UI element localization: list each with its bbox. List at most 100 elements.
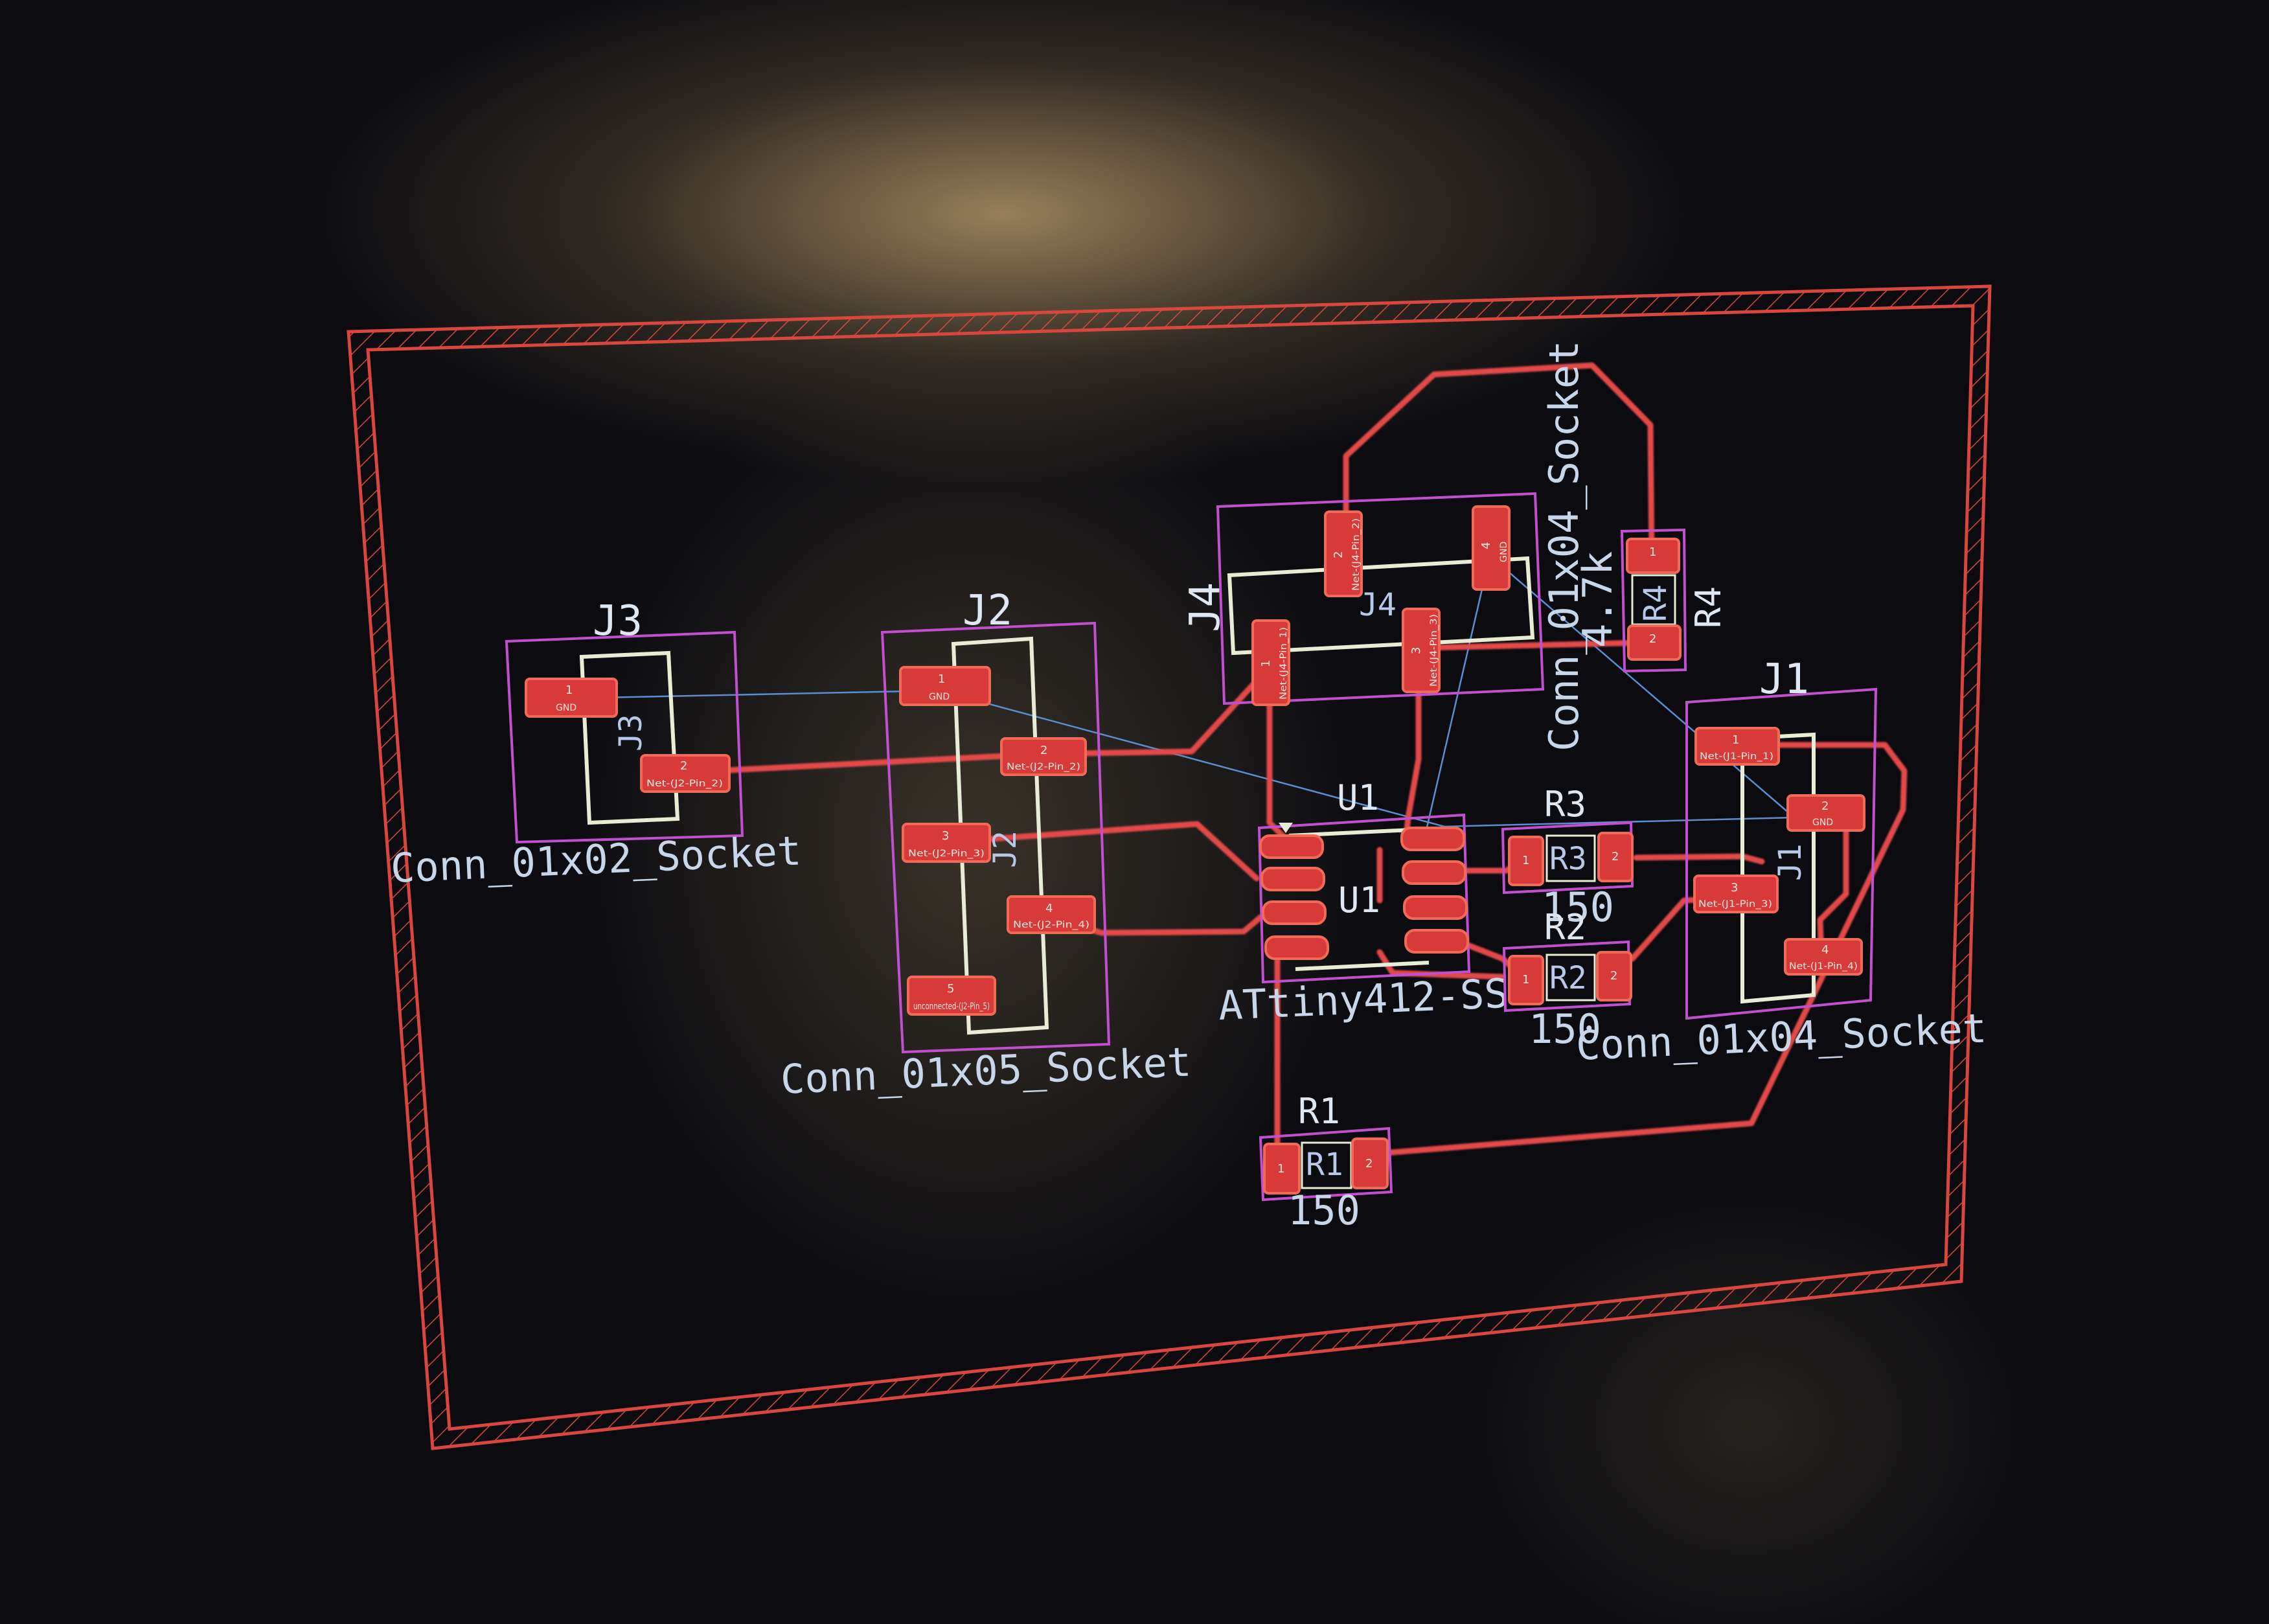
j1-value: Conn_01x04_Socket: [1575, 1004, 1987, 1069]
r1-pad-1[interactable]: [1263, 1143, 1301, 1195]
u1-value: ATtiny412-SS: [1217, 970, 1509, 1029]
r2-pad-1-number: 1: [1522, 973, 1529, 987]
j1-pad-2-net: GND: [1812, 818, 1833, 828]
j3-pad-1[interactable]: [525, 678, 618, 718]
j1-pad-3[interactable]: [1693, 875, 1779, 913]
j4-silkscreen: [1227, 556, 1535, 656]
r2-pad-2[interactable]: [1596, 951, 1632, 1001]
r3-pad-2[interactable]: [1597, 832, 1634, 882]
r4-pad-1-number: 1: [1649, 545, 1656, 559]
r3-pad-1[interactable]: [1508, 836, 1544, 886]
j1-pad-2[interactable]: [1786, 794, 1865, 832]
j3-courtyard: [505, 630, 744, 844]
j4-pad-2-number: 2: [1332, 551, 1345, 558]
footprint-j4[interactable]: 1 Net-(J4-Pin_1) 2 Net-(J4-Pin_2) 3 Net-…: [1181, 340, 1588, 751]
j4-pad-2-net: Net-(J4-Pin_2): [1351, 518, 1362, 591]
u1-silkscreen-bottom: [1295, 961, 1430, 971]
r3-fab-reference: R3: [1549, 841, 1587, 877]
j2-pad-4-net: Net-(J2-Pin_4): [1013, 920, 1089, 930]
r2-value: 150: [1529, 1005, 1601, 1053]
j2-silkscreen: [951, 636, 1049, 1035]
footprint-j2[interactable]: 1 GND 2 Net-(J2-Pin_2) 3 Net-(J2-Pin_3) …: [779, 587, 1192, 1103]
r3-value: 150: [1542, 884, 1614, 931]
j3-fab-reference: J3: [613, 714, 649, 751]
j2-pad-2-net: Net-(J2-Pin_2): [1007, 762, 1080, 772]
r3-reference: R3: [1544, 784, 1586, 825]
j3-pad-1-number: 1: [565, 683, 573, 697]
u1-courtyard: [1257, 813, 1471, 984]
j2-pad-1-net: GND: [929, 692, 950, 702]
r3-pad-2-number: 2: [1612, 850, 1619, 863]
j4-pad-1[interactable]: [1251, 619, 1290, 706]
footprint-r1[interactable]: 1 2 R1 R1 150: [1259, 1091, 1393, 1234]
track: [1376, 949, 1506, 980]
r1-pad-2[interactable]: [1351, 1138, 1389, 1189]
u1-pad-8[interactable]: [1400, 827, 1465, 851]
r4-value: 4.7k: [1574, 551, 1621, 648]
j4-pad-2[interactable]: [1324, 510, 1363, 597]
footprint-r4[interactable]: 1 2 R4 R4 4.7k: [1574, 528, 1729, 673]
j3-pad-1-net: GND: [556, 703, 576, 713]
j1-pad-4[interactable]: [1784, 938, 1863, 976]
j4-pad-4[interactable]: [1472, 505, 1511, 591]
track: [944, 821, 1260, 882]
j3-pad-2[interactable]: [640, 754, 731, 793]
j4-reference: J4: [1181, 582, 1229, 632]
r2-fab-reference: R2: [1549, 960, 1587, 996]
j4-fab-reference: J4: [1359, 587, 1397, 623]
j3-pad-2-number: 2: [680, 759, 687, 773]
footprint-u1[interactable]: U1 U1 ATtiny412-SS: [1217, 777, 1509, 1029]
r3-silkscreen: [1545, 834, 1596, 882]
j2-pad-2-number: 2: [1040, 744, 1047, 757]
footprint-j1[interactable]: 1 Net-(J1-Pin_1) 2 GND 3 Net-(J1-Pin_3) …: [1575, 656, 1987, 1069]
j2-pad-5-net: unconnected-(J2-Pin_5): [913, 1001, 990, 1012]
ratsnest-line: [1424, 555, 1491, 836]
j2-pad-5-number: 5: [947, 982, 954, 996]
j4-pad-1-net: Net-(J4-Pin_1): [1279, 627, 1289, 700]
u1-pad-4[interactable]: [1264, 935, 1329, 960]
r4-courtyard: [1620, 528, 1687, 673]
r2-pad-2-number: 2: [1610, 969, 1617, 983]
j4-pad-1-number: 1: [1259, 660, 1273, 667]
r3-pad-1-number: 1: [1522, 854, 1529, 867]
r4-pad-2[interactable]: [1627, 624, 1682, 661]
u1-pad-2[interactable]: [1260, 867, 1325, 891]
j2-fab-reference: J2: [987, 830, 1023, 868]
j3-value: Conn_01x02_Socket: [389, 827, 802, 892]
j1-pad-1[interactable]: [1694, 727, 1780, 766]
j2-pad-3-number: 3: [942, 829, 949, 843]
j2-pad-4-number: 4: [1045, 902, 1053, 915]
footprint-j3[interactable]: 1 GND 2 Net-(J2-Pin_2) J3 J3 Conn_01x02_…: [389, 597, 802, 892]
j2-pad-4[interactable]: [1007, 895, 1096, 934]
j4-pad-3-net: Net-(J4-Pin_3): [1429, 614, 1439, 687]
j4-pad-3[interactable]: [1402, 608, 1441, 693]
j1-pad-3-number: 3: [1731, 881, 1738, 895]
j4-courtyard: [1216, 492, 1545, 705]
j2-pad-3[interactable]: [902, 823, 991, 863]
r4-pad-1[interactable]: [1626, 538, 1680, 574]
j2-pad-2[interactable]: [1000, 737, 1087, 776]
j2-pad-1[interactable]: [899, 666, 991, 706]
j1-pad-4-net: Net-(J1-Pin_4): [1789, 961, 1858, 972]
u1-pad-5[interactable]: [1404, 929, 1469, 954]
footprint-r3[interactable]: 1 2 R3 R3 150: [1501, 784, 1634, 931]
board-edge-outer: [347, 284, 1992, 1450]
u1-pad-3[interactable]: [1262, 900, 1327, 925]
j2-courtyard: [880, 621, 1111, 1054]
j4-pad-4-net: GND: [1499, 542, 1509, 562]
r1-value: 150: [1288, 1187, 1360, 1234]
u1-pin1-marker: [1279, 823, 1293, 833]
board-outline[interactable]: [347, 284, 1992, 1450]
j1-reference: J1: [1759, 656, 1809, 703]
r2-pad-1[interactable]: [1508, 955, 1544, 1005]
u1-pad-7[interactable]: [1402, 860, 1466, 885]
board-edge-inner: [366, 304, 1975, 1431]
j2-pad-5[interactable]: [907, 976, 996, 1016]
u1-pad-1[interactable]: [1259, 834, 1324, 859]
footprint-r2[interactable]: 1 2 R2 R2 150: [1502, 907, 1632, 1053]
j2-value: Conn_01x05_Socket: [779, 1038, 1192, 1103]
j1-pad-2-number: 2: [1821, 799, 1829, 813]
ratsnest-line: [569, 689, 940, 700]
u1-pad-6[interactable]: [1403, 895, 1468, 920]
